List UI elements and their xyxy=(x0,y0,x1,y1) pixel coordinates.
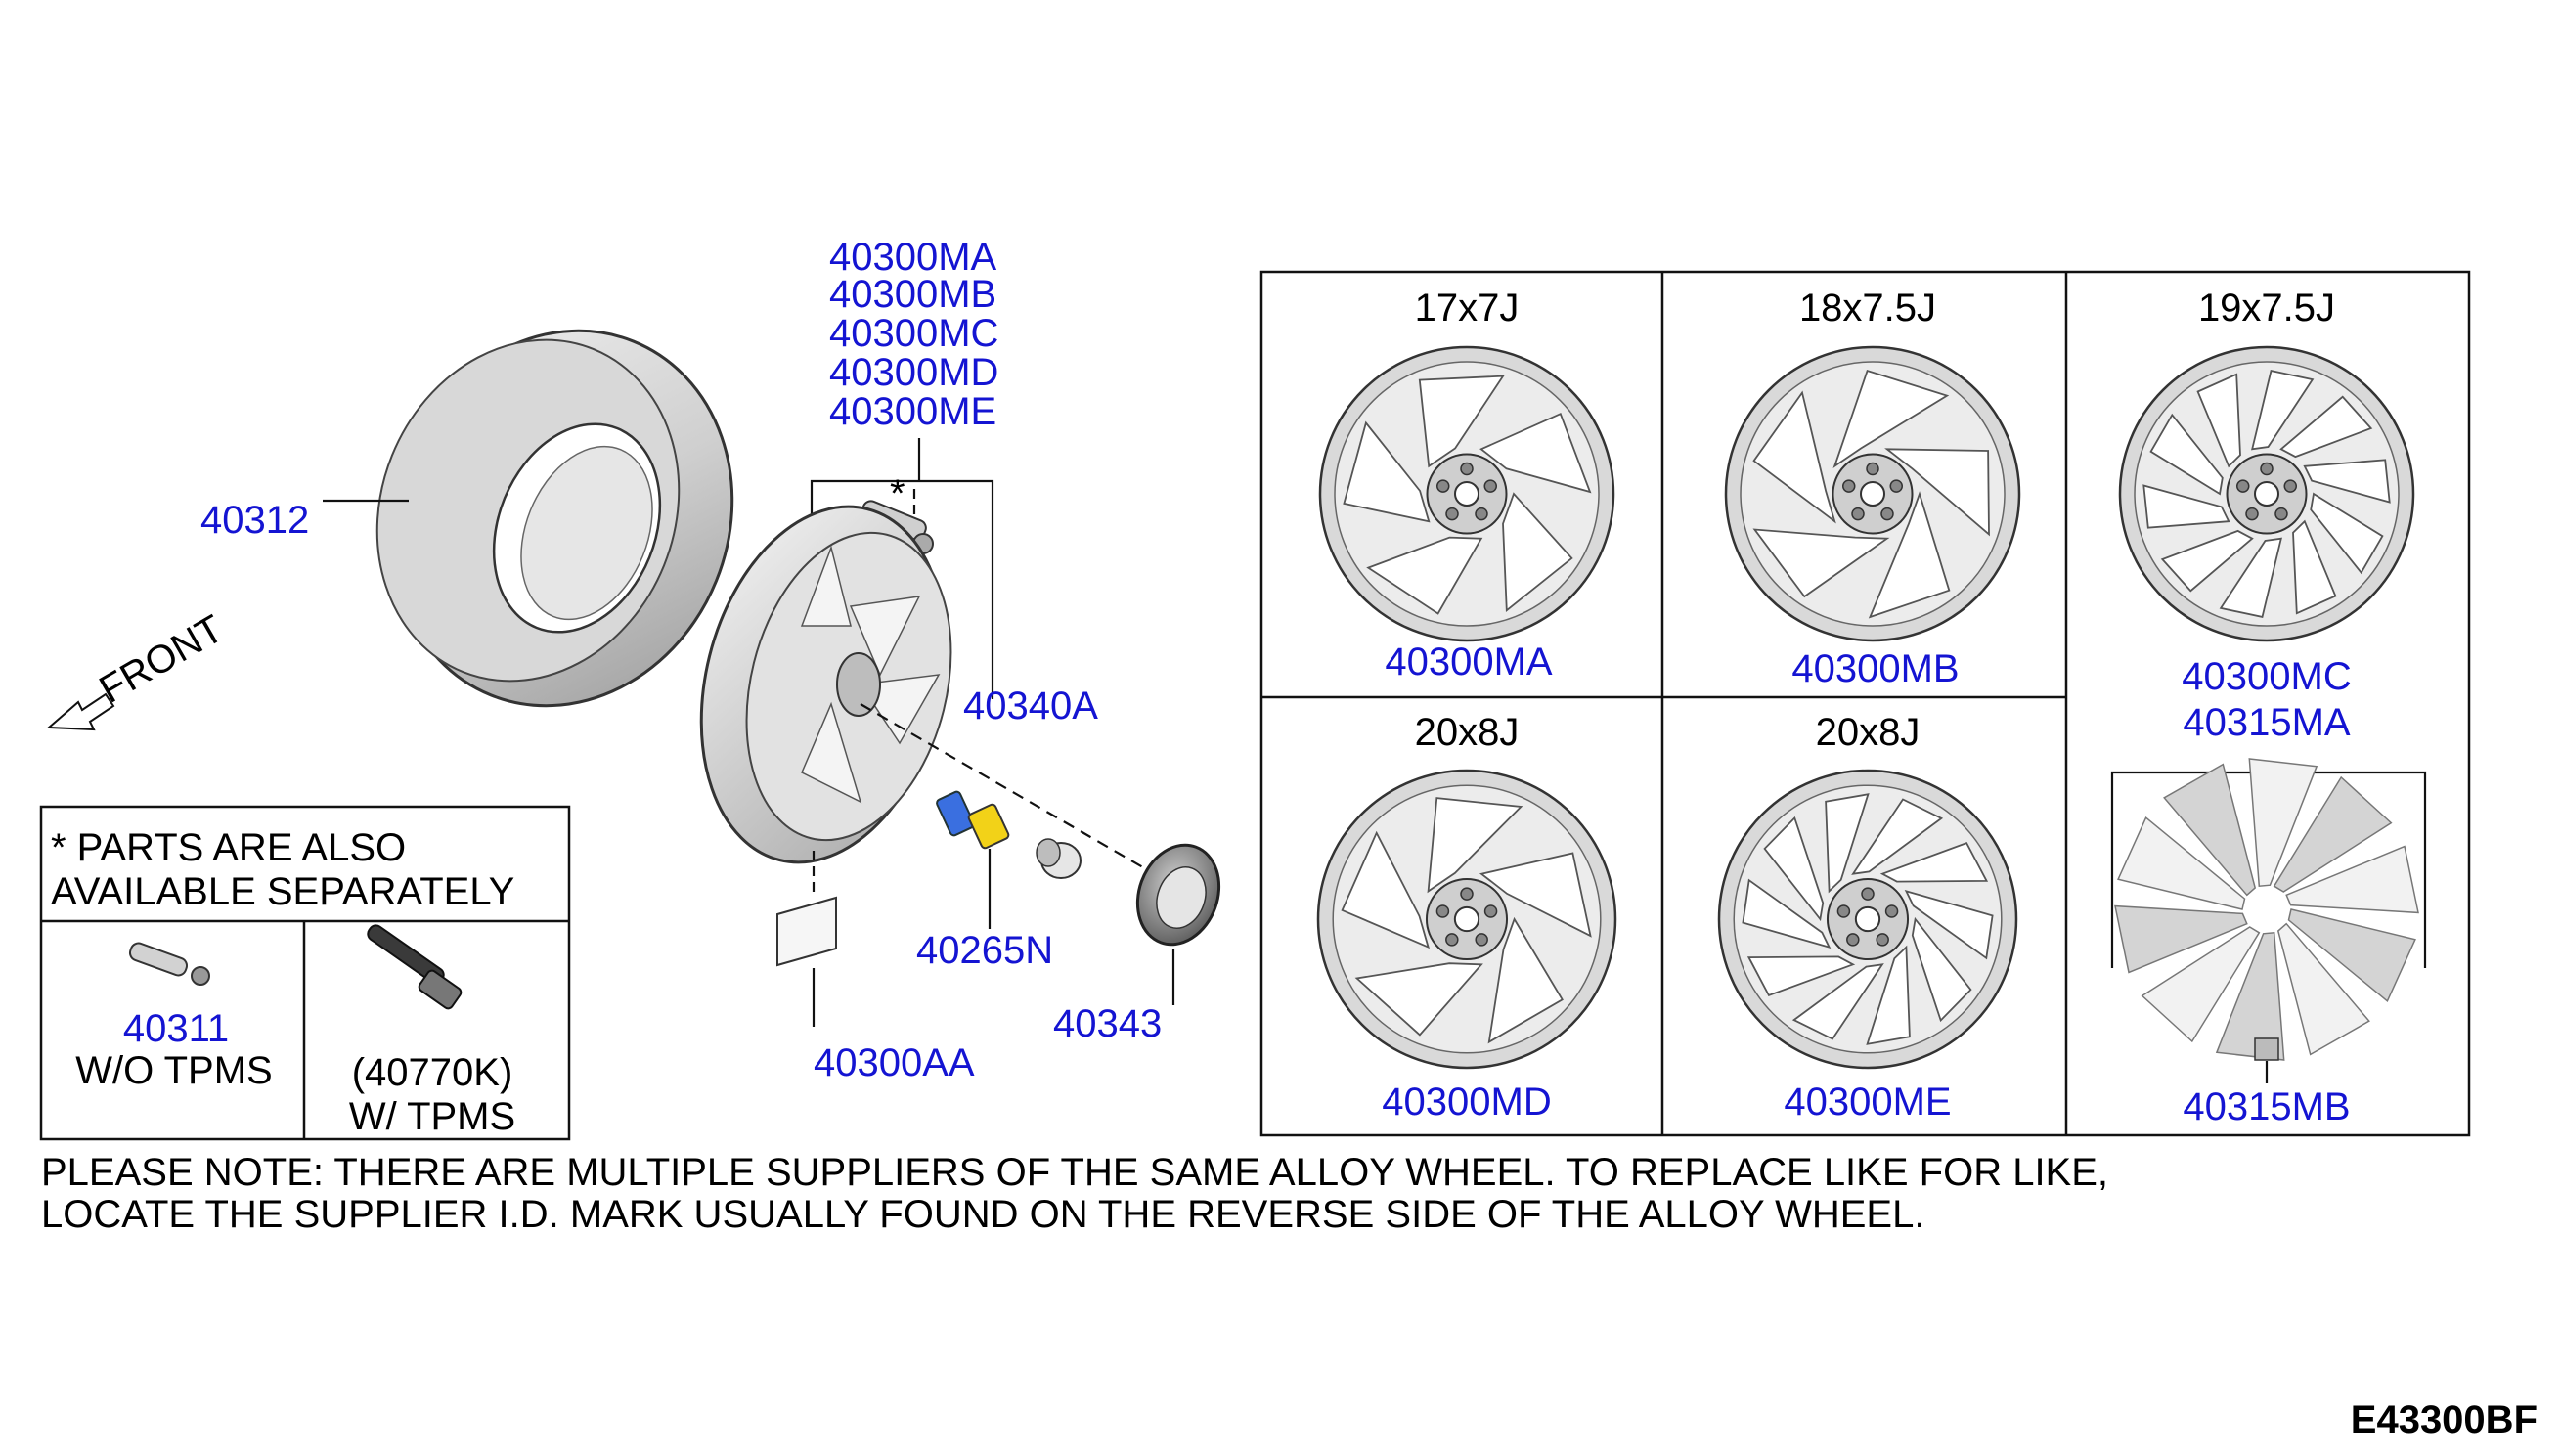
callout-valve-kit[interactable]: 40340A xyxy=(963,684,1098,728)
kit-bracket xyxy=(810,479,994,699)
wheel-part-label[interactable]: 40300MB xyxy=(1791,647,1959,690)
wheel-illustration xyxy=(699,505,952,864)
wheel-17-illustration xyxy=(1318,345,1615,642)
valve-nut-illustration xyxy=(936,790,1010,850)
front-label: FRONT xyxy=(93,607,231,712)
cover-part-label[interactable]: 40315MA xyxy=(2183,701,2351,744)
part-with-tpms[interactable]: (40770K) xyxy=(352,1051,513,1094)
wheel-grid: 17x7J 18x7.5J 19x7.5J 20x8J 20x8J 40300M… xyxy=(1259,270,2471,1137)
wheel-part-label[interactable]: 40300MA xyxy=(1385,640,1553,684)
valve-without-tpms-illustration xyxy=(128,942,210,986)
footnote-line: PLEASE NOTE: THERE ARE MULTIPLE SUPPLIER… xyxy=(41,1151,2108,1194)
wheel-list-item[interactable]: 40300ME xyxy=(829,390,996,433)
wheel-list-item[interactable]: 40300MC xyxy=(829,312,998,355)
callout-nut[interactable]: 40265N xyxy=(916,929,1053,972)
wheel-size-label: 19x7.5J xyxy=(2198,287,2335,330)
wheel-part-label[interactable]: 40300ME xyxy=(1784,1081,1951,1124)
note-title: AVAILABLE SEPARATELY xyxy=(51,870,514,913)
wheel-size-label: 17x7J xyxy=(1415,287,1520,330)
label-illustration xyxy=(776,896,837,967)
center-cap-illustration xyxy=(1135,843,1221,947)
callout-label[interactable]: 40300AA xyxy=(814,1041,975,1084)
tire-illustration xyxy=(375,329,734,708)
wheel-list-item[interactable]: 40300MD xyxy=(829,351,998,394)
desc-with-tpms: W/ TPMS xyxy=(349,1095,515,1138)
lug-nut-illustration xyxy=(1036,838,1082,879)
wheel-part-label[interactable]: 40300MD xyxy=(1382,1081,1551,1124)
wheel-list-item[interactable]: 40300MA xyxy=(829,236,997,279)
parts-note-box: * PARTS ARE ALSO AVAILABLE SEPARATELY 40… xyxy=(39,805,571,1141)
desc-without-tpms: W/O TPMS xyxy=(75,1049,272,1092)
wheel-20-illustration xyxy=(1316,769,1617,1070)
wheel-cover-illustration xyxy=(2114,758,2419,1061)
callout-tire[interactable]: 40312 xyxy=(200,499,309,542)
wheel-18-illustration xyxy=(1724,345,2021,642)
wheel-size-label: 18x7.5J xyxy=(1799,287,1936,330)
wheel-part-list: 40300MA 40300MB 40300MC 40300MD 40300ME xyxy=(829,236,998,433)
wheel-19-illustration xyxy=(2118,345,2415,642)
front-arrow: FRONT xyxy=(46,607,231,731)
kit-marker: * xyxy=(890,472,905,515)
wheel-list-item[interactable]: 40300MB xyxy=(829,273,996,316)
cover-part-label[interactable]: 40315MB xyxy=(2183,1085,2350,1128)
dashed-axis xyxy=(860,703,1174,886)
footnote-line: LOCATE THE SUPPLIER I.D. MARK USUALLY FO… xyxy=(41,1193,1924,1236)
part-without-tpms[interactable]: 40311 xyxy=(123,1007,229,1050)
diagram-code: E43300BF xyxy=(2351,1398,2538,1441)
tpms-sensor-illustration xyxy=(367,924,463,1010)
wheel-20-alt-illustration xyxy=(1717,769,2018,1070)
callout-cap[interactable]: 40343 xyxy=(1053,1002,1162,1045)
note-title: * PARTS ARE ALSO xyxy=(51,826,406,869)
wheel-size-label: 20x8J xyxy=(1816,711,1921,754)
wheel-part-label[interactable]: 40300MC xyxy=(2182,655,2351,698)
wheel-size-label: 20x8J xyxy=(1415,711,1520,754)
